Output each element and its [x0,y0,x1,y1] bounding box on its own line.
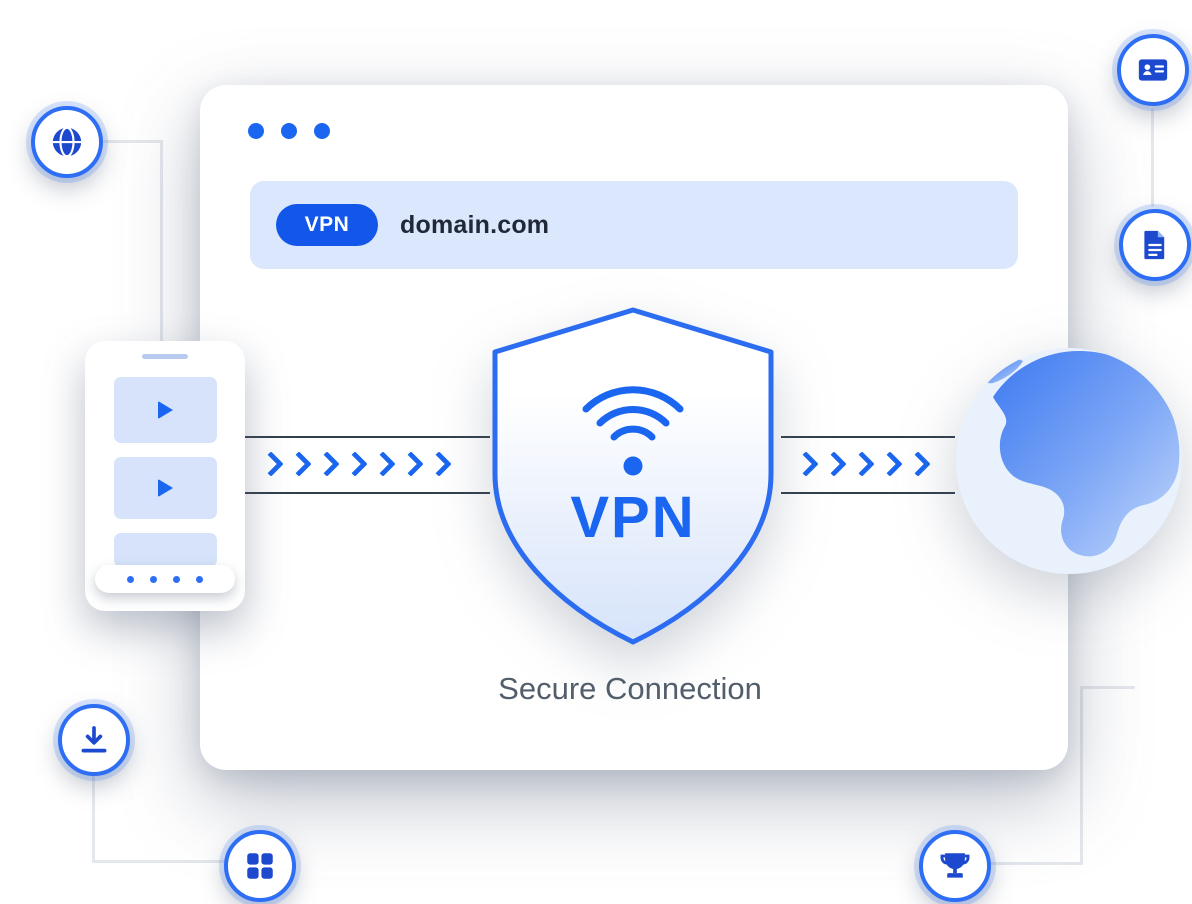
flow-band-line [245,492,490,494]
connector-line [1151,108,1154,207]
chevron-right-icon [793,451,819,477]
connector-line [1080,688,1083,865]
url-text: domain.com [400,210,550,239]
chevron-right-icon [286,451,312,477]
data-flow-arrows-right [793,451,931,477]
globe-illustration [956,348,1182,574]
chevron-right-icon [821,451,847,477]
play-icon [158,479,173,497]
chevron-right-icon [258,451,284,477]
id-card-icon [1138,59,1168,81]
globe [953,345,1185,577]
apps-badge [224,830,296,902]
chevron-right-icon [314,451,340,477]
connector-line [103,140,163,143]
chevron-right-icon [849,451,875,477]
network-badge [31,106,103,178]
trophy-badge [919,830,991,902]
chevron-right-icon [398,451,424,477]
download-badge [58,704,130,776]
globe-network-icon [52,126,82,158]
video-card [114,377,217,443]
smartphone [85,341,245,611]
connector-line [160,140,163,345]
connector-line [92,775,95,863]
caption: Secure Connection [498,671,762,706]
data-flow-arrows-left [258,451,452,477]
chevron-right-icon [877,451,903,477]
connector-line [92,860,227,863]
phone-speaker-bar [142,354,188,359]
window-control-dot [314,123,330,139]
document-badge [1119,209,1191,281]
connector-line [988,862,1083,865]
nav-dot [150,575,157,583]
connector-line [1080,686,1135,689]
vpn-shield [487,306,779,646]
video-card [114,533,217,567]
download-icon [81,726,107,753]
phone-nav-bar [95,565,235,593]
flow-band-line [781,492,955,494]
shield-icon [492,307,774,645]
address-bar: VPN domain.com [250,181,1018,269]
flow-band-line [781,436,955,438]
id-card-badge [1117,34,1189,106]
window-controls [248,123,330,139]
flow-band-line [245,436,490,438]
vpn-badge: VPN [276,204,378,246]
chevron-right-icon [905,451,931,477]
nav-dot [127,575,134,583]
chevron-right-icon [370,451,396,477]
chevron-right-icon [426,451,452,477]
play-icon [158,401,173,419]
window-control-dot [281,123,297,139]
shield-label: VPN [570,485,696,550]
chevron-right-icon [342,451,368,477]
nav-dot [173,575,180,583]
document-icon [1144,230,1165,260]
video-card [114,457,217,519]
trophy-icon [940,853,970,878]
nav-dot [196,575,203,583]
window-control-dot [248,123,264,139]
grid-icon [247,853,273,879]
wifi-icon [582,386,684,441]
